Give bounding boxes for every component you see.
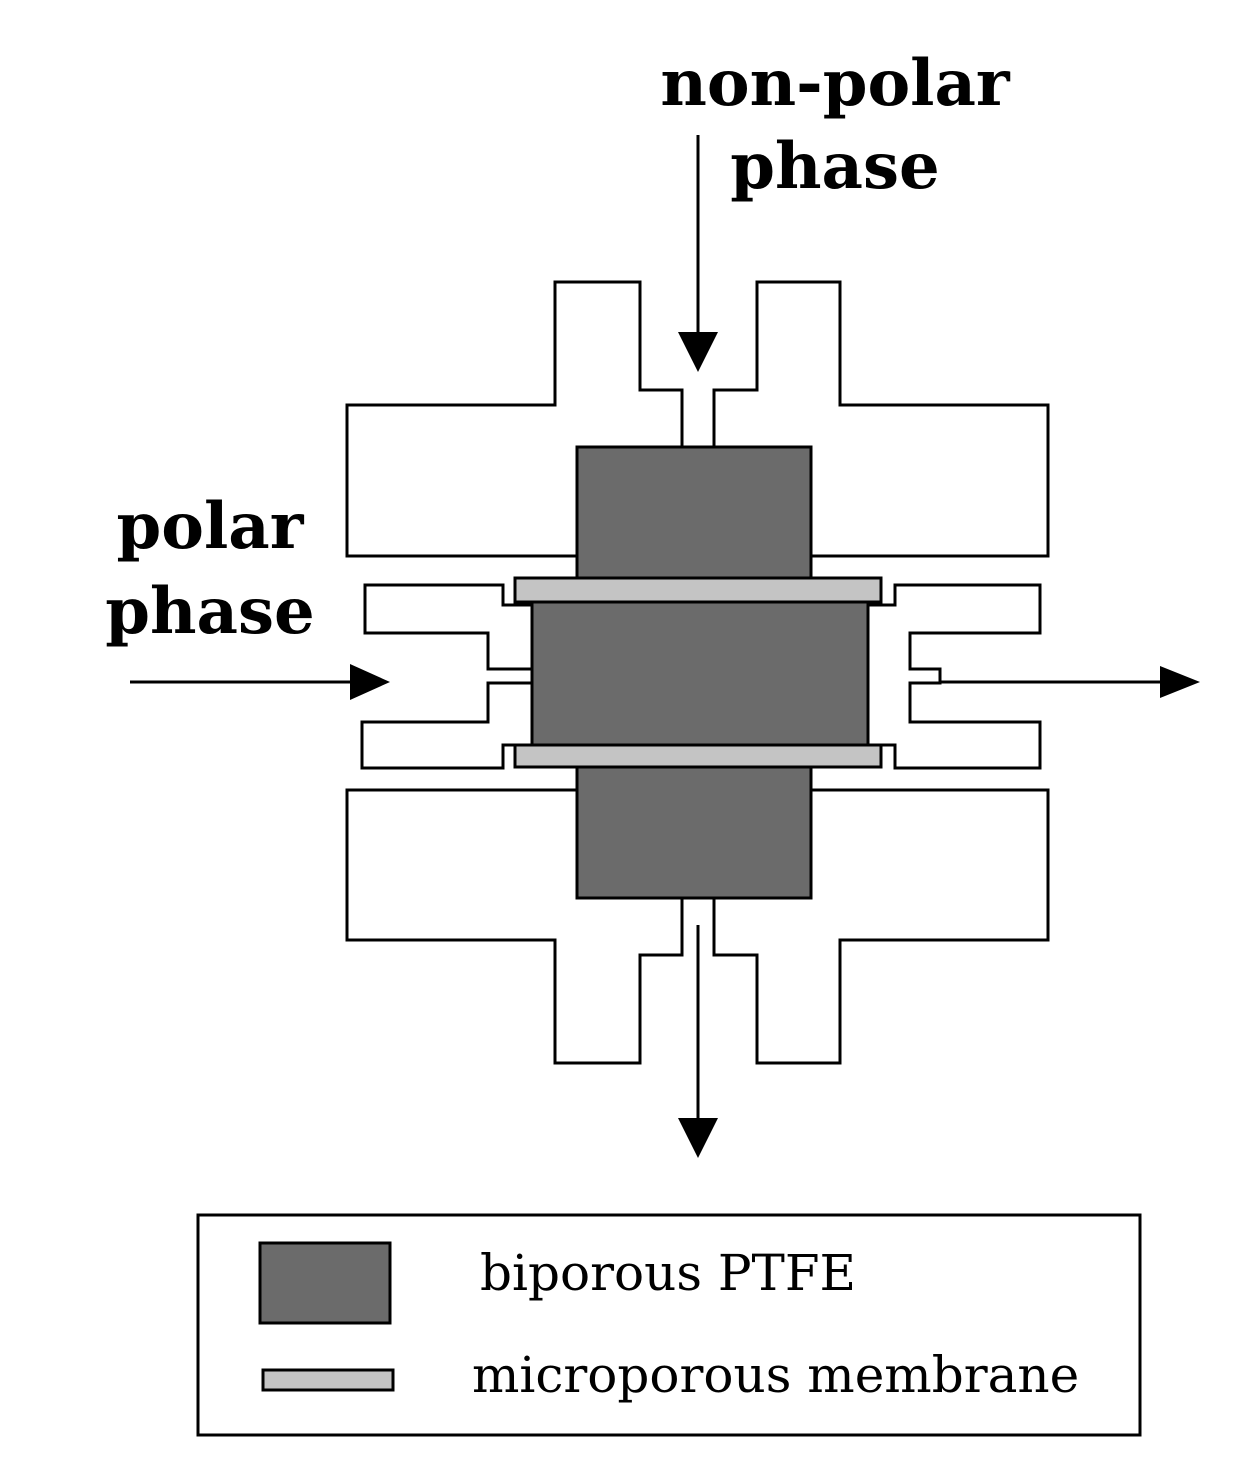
- ptfe-block-middle: [530, 600, 870, 747]
- left-housing: [360, 583, 534, 770]
- label-non-polar: non-polar: [660, 46, 1011, 121]
- legend-swatch-ptfe: [258, 1241, 392, 1325]
- legend-label-ptfe: biporous PTFE: [480, 1244, 856, 1302]
- right-housing: [866, 583, 1042, 770]
- label-non-polar-phase: phase: [730, 129, 940, 204]
- legend-label-membrane: microporous membrane: [472, 1346, 1079, 1404]
- ptfe-block-bottom: [575, 765, 813, 900]
- arrow-non-polar-inlet: [678, 135, 718, 372]
- label-polar: polar: [117, 489, 305, 564]
- ptfe-block-top: [575, 445, 813, 580]
- arrow-polar-inlet: [130, 664, 390, 700]
- label-polar-phase: phase: [105, 574, 315, 649]
- legend: biporous PTFE microporous membrane: [196, 1213, 1142, 1437]
- arrow-non-polar-outlet: [678, 925, 718, 1158]
- legend-box: [196, 1213, 1142, 1437]
- legend-swatch-membrane: [261, 1368, 395, 1392]
- membrane-top: [513, 576, 883, 604]
- membrane-bottom: [513, 743, 883, 769]
- arrow-polar-outlet: [940, 666, 1200, 698]
- top-housing: [345, 280, 1050, 558]
